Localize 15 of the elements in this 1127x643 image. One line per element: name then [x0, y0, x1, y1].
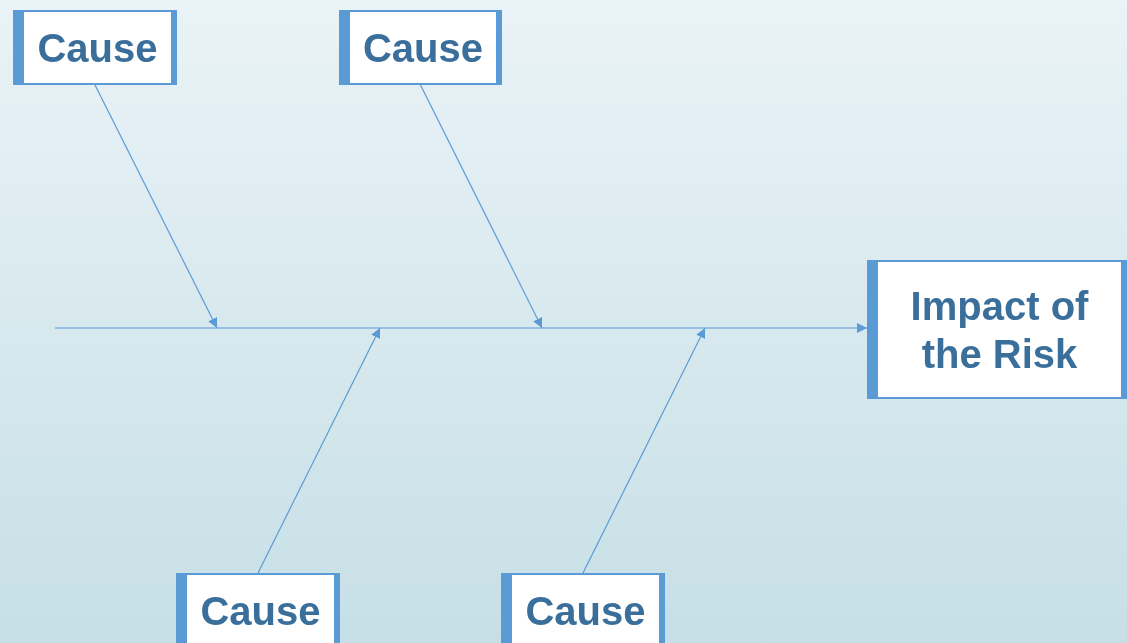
arrow: [94, 84, 218, 329]
box-label: Cause: [200, 587, 321, 635]
box-label: Cause: [37, 24, 158, 72]
box-label: Cause: [362, 24, 484, 72]
box-label: Impact of the Risk: [909, 282, 1090, 378]
arrow: [419, 84, 543, 329]
box-label: Cause: [525, 587, 646, 635]
effect-box: [867, 260, 1127, 399]
cause-box: [176, 573, 340, 643]
arrow: [54, 323, 868, 333]
cause-box: [501, 573, 665, 643]
cause-box: [13, 10, 177, 85]
arrow: [257, 327, 381, 574]
arrow: [582, 327, 706, 574]
cause-box: [339, 10, 502, 85]
